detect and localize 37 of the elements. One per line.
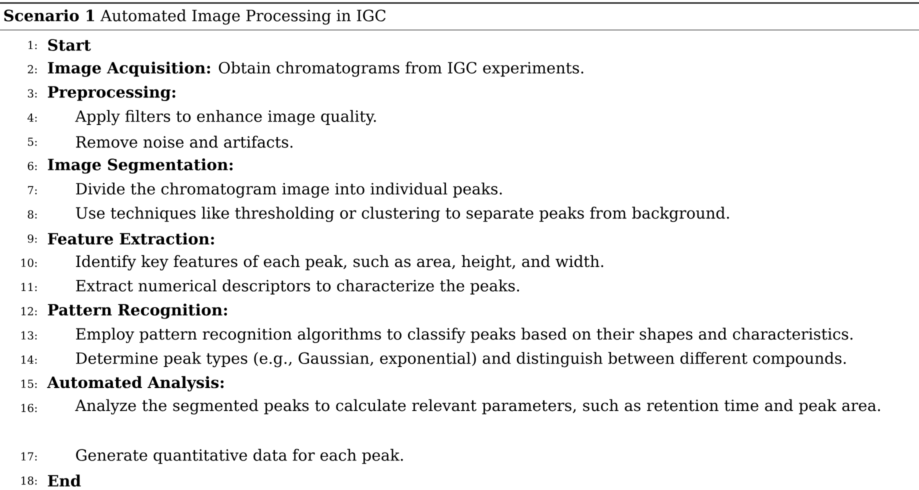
algorithm-step: Determine peak types (e.g., Gaussian, exponential) and distinguish between different compounds. <box>76 352 846 368</box>
line-number: 10: <box>21 258 37 267</box>
line-number: 5: <box>28 138 37 146</box>
line-number: 8: <box>28 210 37 219</box>
algorithm-step: Employ pattern recognition algorithms to classify peaks based on their shapes and characteristics. <box>76 328 852 343</box>
line-number: 18: <box>21 476 37 485</box>
algorithm-step: Preprocessing: <box>48 86 176 102</box>
algorithm-step: Feature Extraction: <box>48 232 214 245</box>
algorithm-step: Automated Analysis: <box>47 376 224 392</box>
algorithm-step: Pattern Recognition: <box>48 304 227 319</box>
algorithm-step: Analyze the segmented peaks to calculate relevant parameters, such as retention time and peak area. <box>75 399 880 414</box>
line-number: 9: <box>28 234 37 243</box>
algorithm-step: Identify key features of each peak, such as area, height, and width. <box>76 255 604 270</box>
line-number: 7: <box>28 186 37 194</box>
line-number: 4: <box>27 113 37 122</box>
line-number: 2: <box>28 65 37 74</box>
algorithm-step: Apply filters to enhance image quality. <box>75 110 376 126</box>
algorithm-title: Scenario 1 Automated Image Processing in IGC <box>4 9 386 25</box>
line-number: 13: <box>21 331 37 340</box>
line-number: 14: <box>21 355 37 364</box>
line-number: 6: <box>28 162 37 170</box>
line-number: 17: <box>21 452 37 461</box>
line-number: 1: <box>28 40 37 50</box>
line-number: 12: <box>21 307 37 316</box>
algorithm-step: Divide the chromatogram image into individual peaks. <box>76 182 502 198</box>
line-number: 16: <box>21 404 37 412</box>
algorithm-step: Image Acquisition: Obtain chromatograms from IGC experiments. <box>48 62 584 77</box>
algorithm-step: Extract numerical descriptors to characterize the peaks. <box>76 280 520 294</box>
line-number: 3: <box>28 89 37 98</box>
algorithm-step: Image Segmentation: <box>48 158 233 174</box>
algorithm-step: Remove noise and artifacts. <box>76 136 292 148</box>
line-number: 11: <box>21 282 37 292</box>
line-number: 15: <box>21 380 37 388</box>
algorithm-step: Start <box>48 39 91 51</box>
algorithm-step: End <box>48 474 81 487</box>
algorithm-step: Use techniques like thresholding or clustering to separate peaks from background. <box>76 206 729 222</box>
algorithm-step: Generate quantitative data for each peak. <box>76 448 403 464</box>
